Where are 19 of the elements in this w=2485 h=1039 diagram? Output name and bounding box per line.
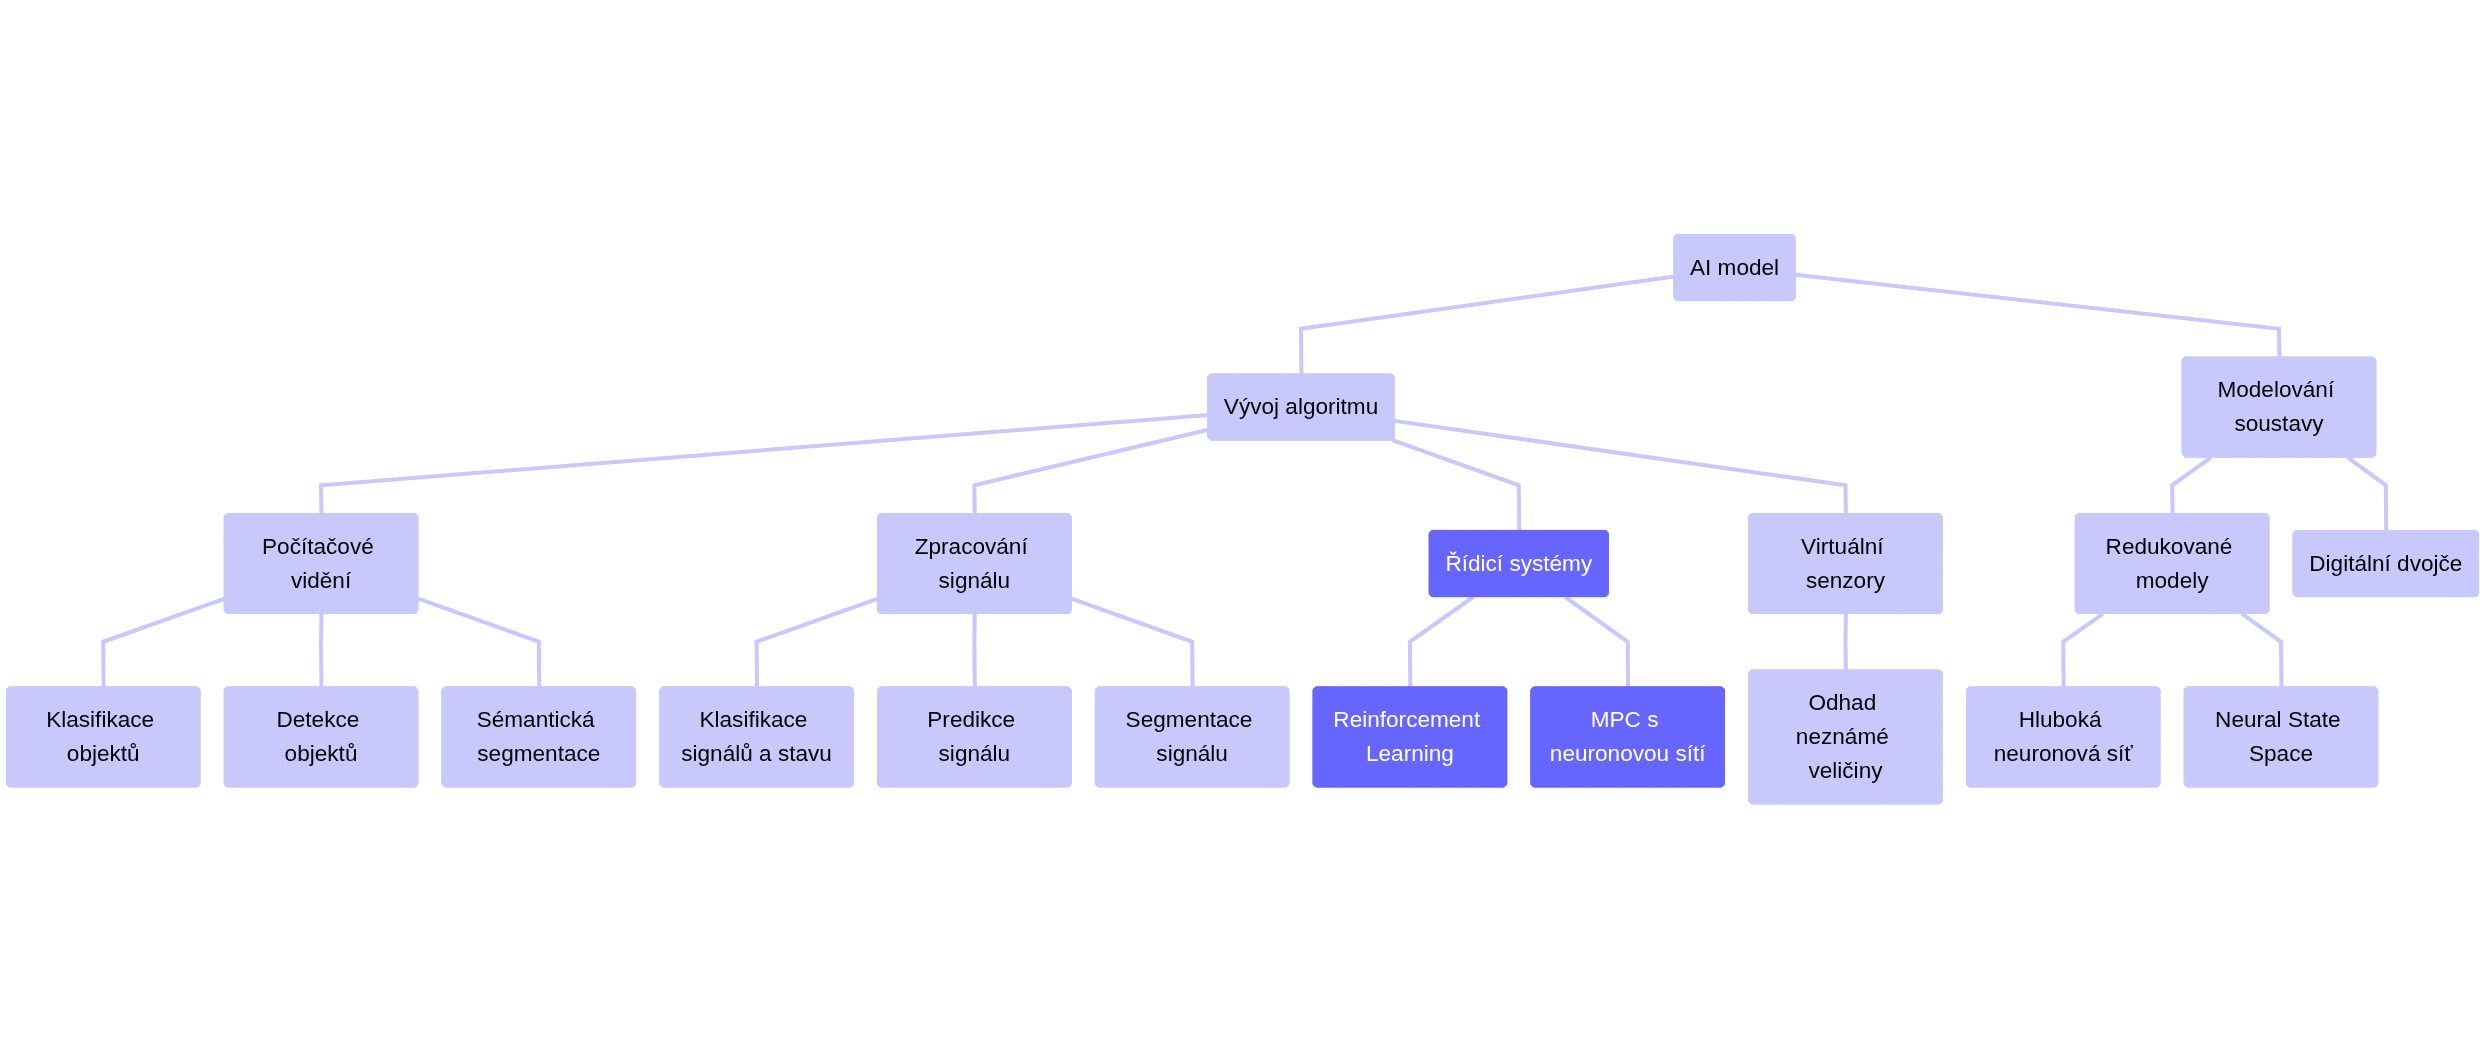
connector: [972, 614, 977, 688]
connector: [1070, 597, 1195, 688]
connector: [417, 597, 542, 688]
connector: [1843, 614, 1848, 671]
connector: [1564, 595, 1631, 688]
connector: [319, 614, 324, 688]
connector: [1394, 419, 1848, 515]
connector: [754, 597, 879, 688]
connector: [2240, 612, 2284, 688]
connector: [1795, 273, 2282, 358]
connector: [2170, 456, 2213, 515]
connector: [1391, 438, 1522, 532]
connector: [972, 428, 1209, 515]
connector: [101, 597, 226, 688]
connector: [2346, 456, 2389, 532]
connector: [1407, 595, 1475, 688]
connector: [2061, 612, 2105, 688]
connector: [1299, 274, 1675, 375]
connector: [319, 413, 1209, 515]
